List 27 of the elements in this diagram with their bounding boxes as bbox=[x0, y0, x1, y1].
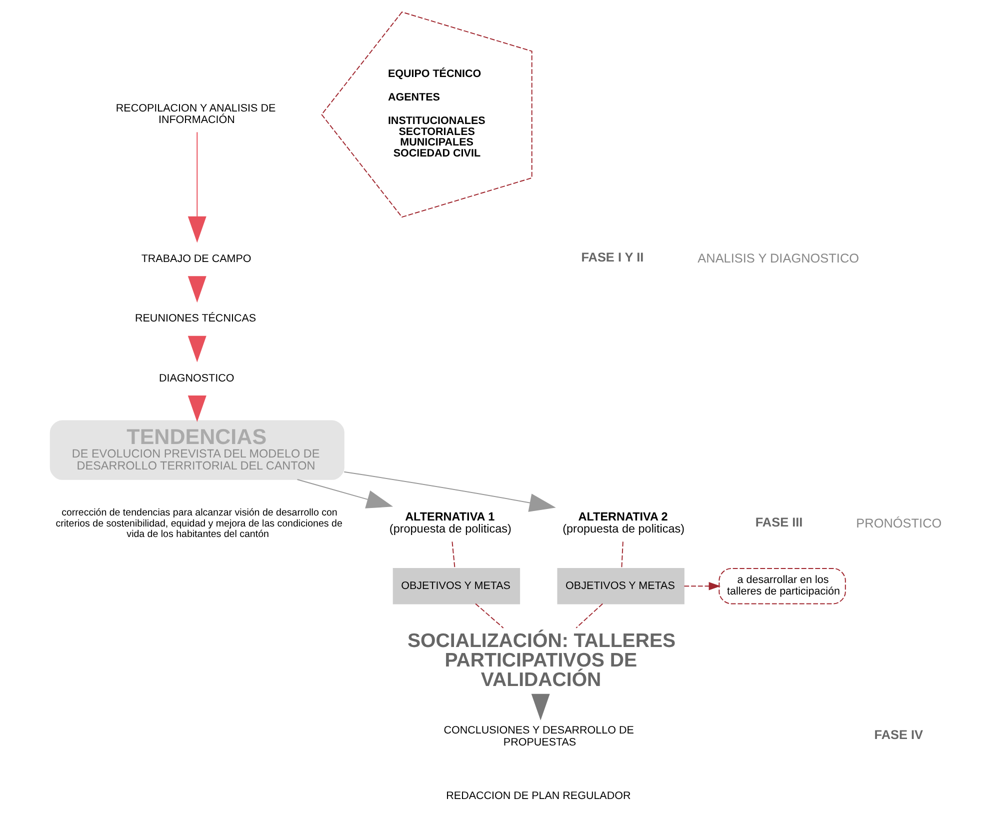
node-box: TENDENCIAS DE EVOLUCION PREVISTA DEL MODELO DE DESARROLLO TERRITORIAL DEL CANTON bbox=[49, 420, 344, 480]
arrow bbox=[343, 471, 556, 512]
connector bbox=[575, 603, 603, 628]
node-text: ALTERNATIVA 2 (propuesta de politicas) bbox=[562, 510, 684, 536]
node-text: SOCIALIZACIÓN: TALLERES PARTICIPATIVOS DE VALIDACIÓN bbox=[407, 630, 676, 691]
arrow bbox=[187, 132, 206, 243]
label: FASE I Y II bbox=[580, 250, 644, 265]
node-text: DIAGNOSTICO bbox=[158, 372, 234, 384]
node-text: TRABAJO DE CAMPO bbox=[140, 253, 251, 265]
node-text: REDACCION DE PLAN REGULADOR bbox=[446, 790, 630, 802]
arrow bbox=[296, 478, 393, 508]
label: ANALISIS Y DIAGNOSTICO bbox=[697, 250, 859, 266]
node-box: OBJETIVOS Y METAS bbox=[392, 568, 520, 604]
node-text: CONCLUSIONES Y DESARROLLO DE PROPUESTAS bbox=[443, 724, 634, 748]
node-text: REUNIONES TÉCNICAS bbox=[134, 312, 256, 325]
label: FASE IV bbox=[874, 727, 923, 742]
arrow bbox=[683, 582, 720, 590]
label: FASE III bbox=[754, 514, 802, 530]
node-text: RECOPILACION Y ANALISIS DE INFORMACIÓN bbox=[115, 102, 276, 126]
connector bbox=[620, 541, 623, 569]
connector bbox=[451, 541, 455, 569]
node-label: corrección de tendencias para alcanzar visión de desarrollo con criterios de sostenibilidad, equidad y mejora de las condiciones de vida de los habitantes del cantón bbox=[55, 508, 342, 540]
node-box: a desarrollar en los talleres de participación bbox=[718, 568, 846, 604]
node-box: OBJETIVOS Y METAS bbox=[556, 568, 684, 604]
connector bbox=[474, 603, 504, 628]
label: PRONÓSTICO bbox=[856, 515, 942, 530]
node-text: ALTERNATIVA 1 (propuesta de politicas) bbox=[388, 510, 511, 536]
